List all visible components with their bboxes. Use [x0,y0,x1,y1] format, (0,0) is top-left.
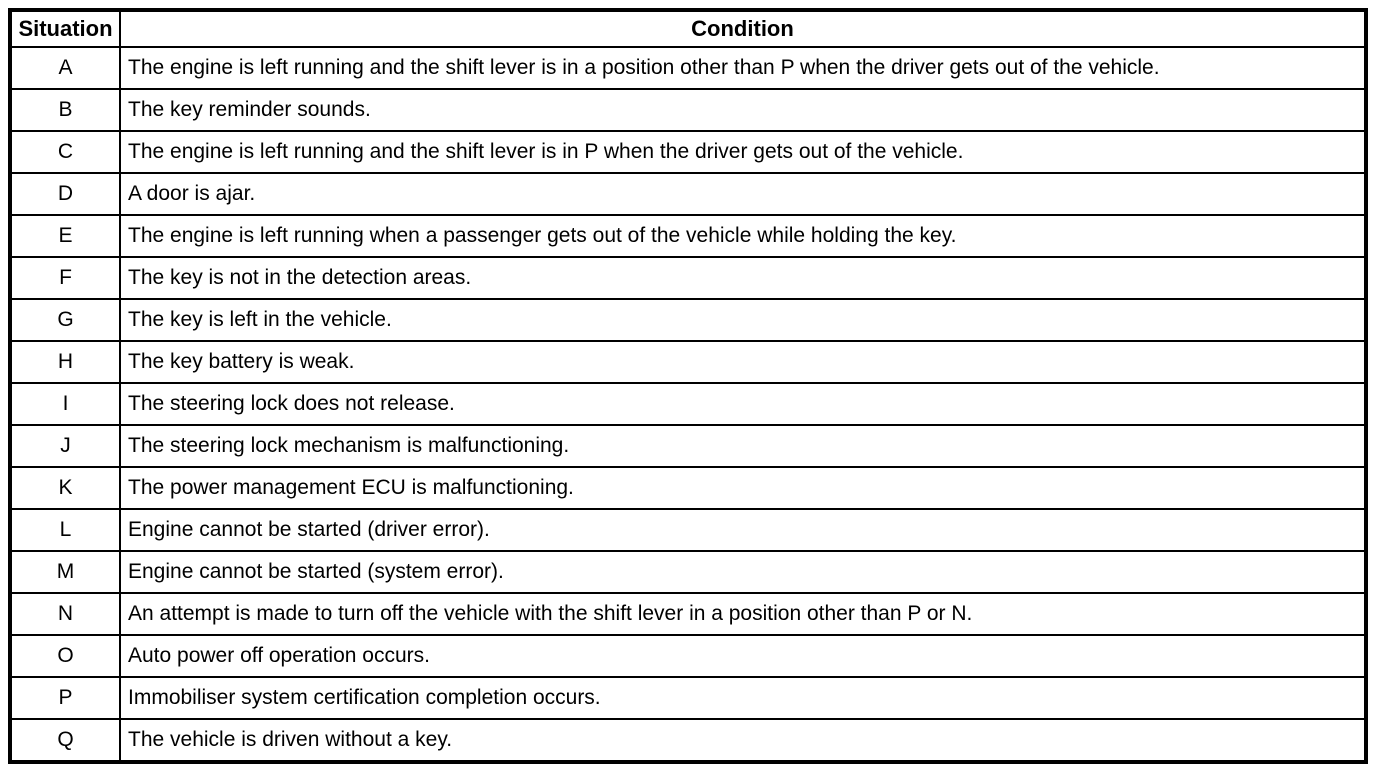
condition-cell: The key is not in the detection areas. [119,256,1367,300]
table-row: H The key battery is weak. [9,340,1367,384]
condition-cell: The steering lock does not release. [119,382,1367,426]
situation-cell: C [9,130,121,174]
condition-cell: A door is ajar. [119,172,1367,216]
table-row: G The key is left in the vehicle. [9,298,1367,342]
table-row: F The key is not in the detection areas. [9,256,1367,300]
situation-cell: P [9,676,121,720]
condition-cell: An attempt is made to turn off the vehic… [119,592,1367,636]
situation-cell: J [9,424,121,468]
condition-cell: The engine is left running and the shift… [119,46,1367,90]
situation-cell: B [9,88,121,132]
table-row: O Auto power off operation occurs. [9,634,1367,678]
condition-cell: Engine cannot be started (driver error). [119,508,1367,552]
situation-cell: E [9,214,121,258]
table-header-row: Situation Condition [9,9,1367,48]
condition-cell: The vehicle is driven without a key. [119,718,1367,763]
table-row: B The key reminder sounds. [9,88,1367,132]
situation-cell: G [9,298,121,342]
table-row: N An attempt is made to turn off the veh… [9,592,1367,636]
situation-cell: K [9,466,121,510]
situation-cell: M [9,550,121,594]
situation-cell: I [9,382,121,426]
table-row: A The engine is left running and the shi… [9,46,1367,90]
situation-cell: A [9,46,121,90]
condition-cell: The engine is left running and the shift… [119,130,1367,174]
table-row: P Immobiliser system certification compl… [9,676,1367,720]
situation-cell: D [9,172,121,216]
situation-cell: Q [9,718,121,763]
condition-cell: The key battery is weak. [119,340,1367,384]
condition-cell: The engine is left running when a passen… [119,214,1367,258]
situation-cell: F [9,256,121,300]
table-row: I The steering lock does not release. [9,382,1367,426]
table-row: K The power management ECU is malfunctio… [9,466,1367,510]
table-row: M Engine cannot be started (system error… [9,550,1367,594]
situation-cell: L [9,508,121,552]
header-situation: Situation [9,9,121,48]
condition-cell: The key is left in the vehicle. [119,298,1367,342]
table-row: L Engine cannot be started (driver error… [9,508,1367,552]
condition-cell: The steering lock mechanism is malfuncti… [119,424,1367,468]
situation-cell: N [9,592,121,636]
table-row: J The steering lock mechanism is malfunc… [9,424,1367,468]
table-row: C The engine is left running and the shi… [9,130,1367,174]
condition-cell: The power management ECU is malfunctioni… [119,466,1367,510]
situation-cell: H [9,340,121,384]
condition-cell: Immobiliser system certification complet… [119,676,1367,720]
condition-cell: The key reminder sounds. [119,88,1367,132]
condition-cell: Auto power off operation occurs. [119,634,1367,678]
header-condition: Condition [119,9,1367,48]
table-row: D A door is ajar. [9,172,1367,216]
situation-condition-table: Situation Condition A The engine is left… [8,8,1368,764]
condition-cell: Engine cannot be started (system error). [119,550,1367,594]
table-body: A The engine is left running and the shi… [9,46,1367,763]
situation-cell: O [9,634,121,678]
table-row: Q The vehicle is driven without a key. [9,718,1367,763]
table-row: E The engine is left running when a pass… [9,214,1367,258]
